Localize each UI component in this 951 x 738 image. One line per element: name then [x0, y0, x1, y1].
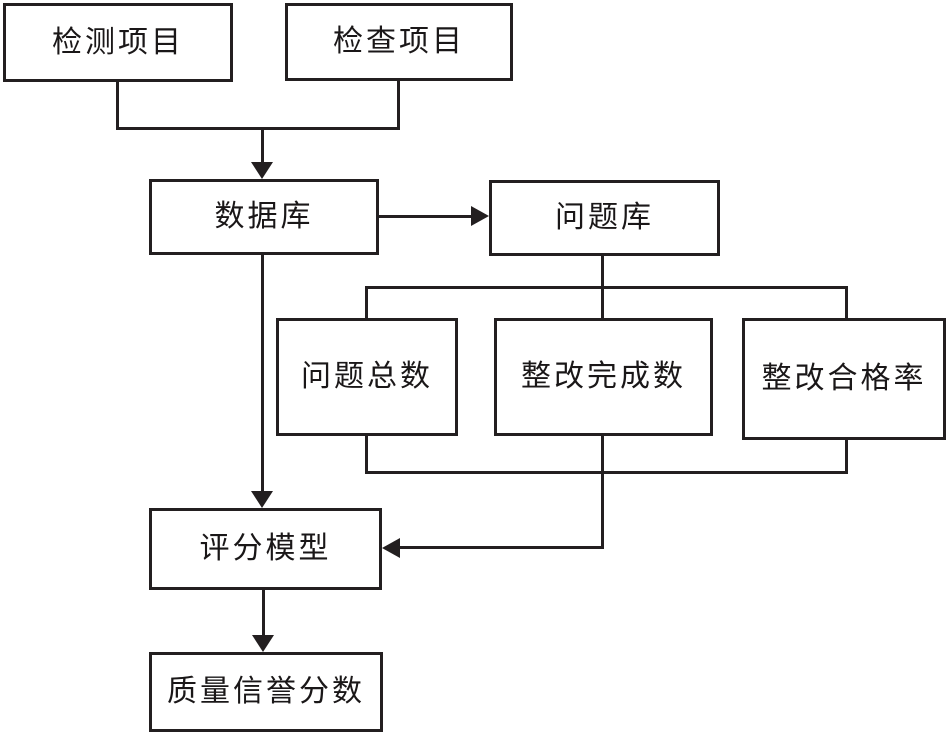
arrow-down-into-database-icon: [251, 162, 273, 179]
node-rectify-completed-label: 整改完成数: [521, 359, 686, 394]
node-rectify-completed: 整改完成数: [494, 318, 713, 436]
node-rectify-pass-rate-label: 整改合格率: [761, 361, 927, 396]
node-rectify-pass-rate: 整改合格率: [742, 318, 946, 440]
edge-inspection-project-down: [397, 81, 400, 130]
node-test-project: 检测项目: [3, 3, 233, 82]
edge-database-to-scoring-model: [261, 255, 264, 493]
node-quality-credit-score: 质量信誉分数: [149, 652, 383, 732]
edge-scoring-model-to-score: [262, 590, 265, 636]
node-test-project-label: 检测项目: [52, 24, 184, 60]
node-database: 数据库: [149, 179, 379, 255]
node-problem-library: 问题库: [489, 180, 720, 256]
node-inspection-project: 检查项目: [285, 3, 513, 81]
node-database-label: 数据库: [214, 199, 314, 234]
edge-merge-rail: [116, 127, 400, 130]
node-scoring-model-label: 评分模型: [199, 531, 332, 566]
arrow-down-into-score-icon: [252, 635, 274, 652]
node-scoring-model: 评分模型: [149, 508, 382, 590]
node-problem-total-label: 问题总数: [301, 359, 433, 394]
arrow-left-into-scoring-model-icon: [382, 538, 400, 558]
node-problem-library-label: 问题库: [555, 200, 654, 235]
edge-test-project-down: [116, 82, 119, 130]
edge-metrics-top-rail: [365, 286, 848, 289]
edge-metrics-to-scoring-model: [399, 546, 604, 549]
node-quality-credit-score-label: 质量信誉分数: [167, 674, 365, 709]
arrow-down-into-scoring-model-icon: [251, 491, 273, 508]
edge-database-to-problem-library: [379, 215, 473, 218]
edge-merge-to-database: [261, 127, 264, 165]
node-problem-total: 问题总数: [276, 318, 458, 436]
edge-metrics-bottom-rail: [365, 471, 848, 474]
node-inspection-project-label: 检查项目: [333, 24, 465, 59]
arrow-right-into-problem-library-icon: [471, 206, 489, 226]
